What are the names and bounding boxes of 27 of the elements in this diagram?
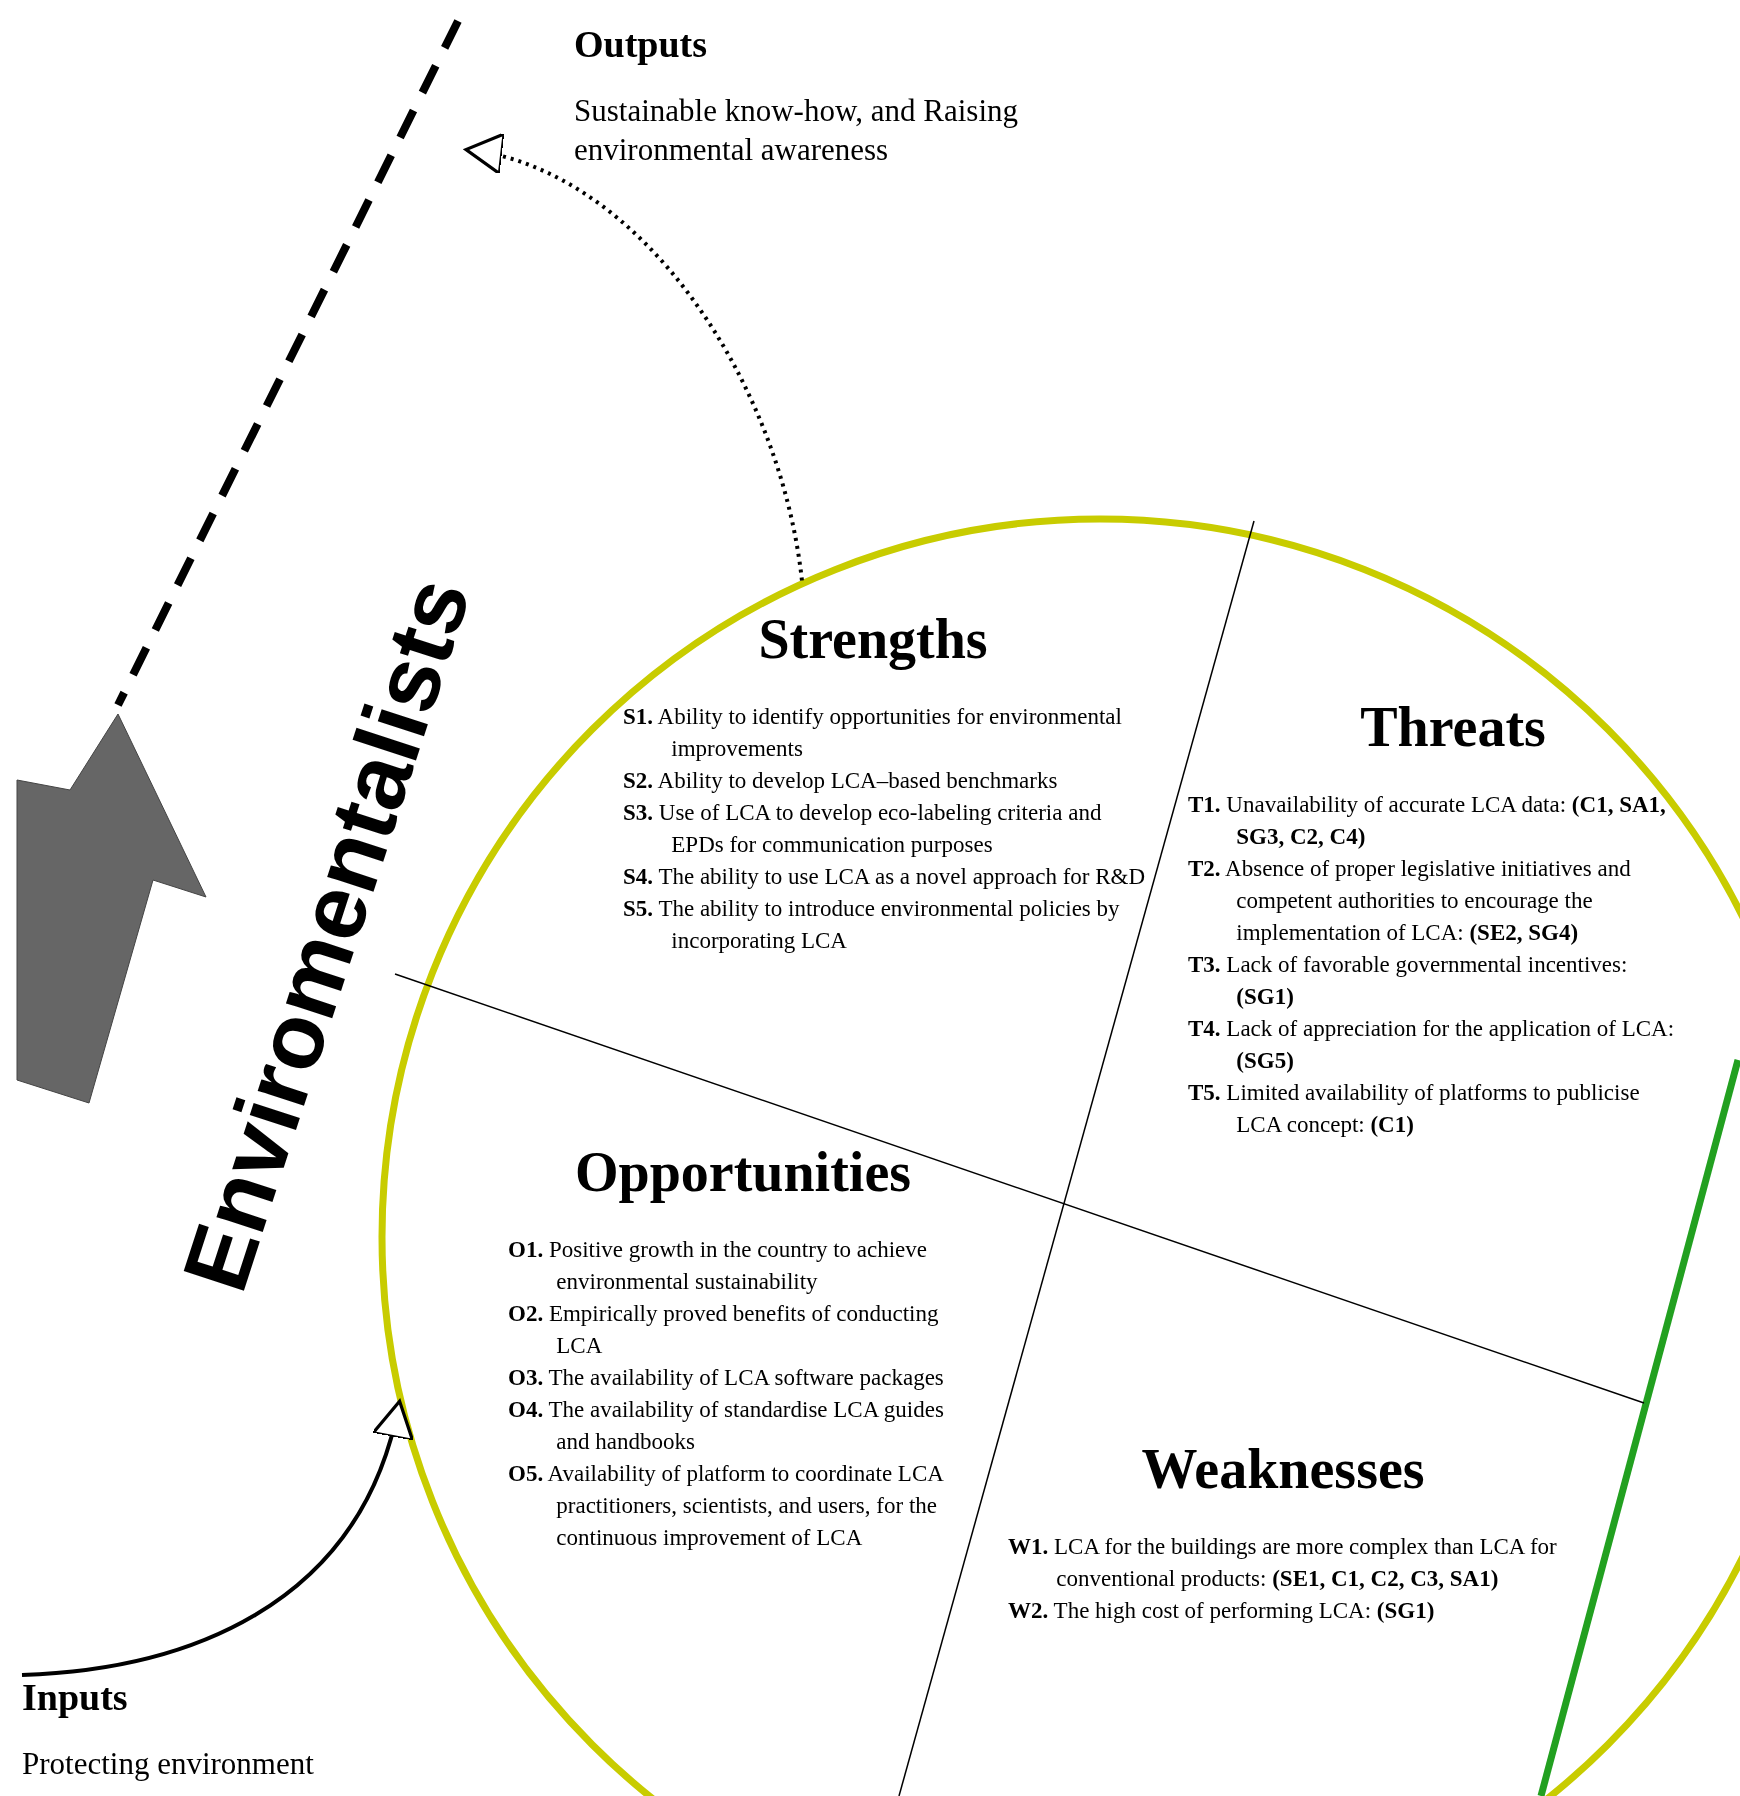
quadrant-heading: Threats (1360, 695, 1546, 759)
list-item: T5. Limited availability of platforms to publicise LCA concept: (C1) (1188, 1079, 1641, 1139)
quadrant-heading: Weaknesses (1141, 1437, 1425, 1501)
list-item: T4. Lack of appreciation for the application of LCA: (SG5) (1188, 1015, 1676, 1075)
list-item: S4. The ability to use LCA as a novel approach for R&D (623, 863, 1147, 891)
list-item: O1. Positive growth in the country to achieve environmental sustainability (508, 1236, 929, 1296)
list-item: S5. The ability to introduce environmental policies by incorporating LCA (623, 895, 1121, 955)
list-item: T2. Absence of proper legislative initiatives and competent authorities to encourage the implementation of LCA: (SE2, SG4) (1188, 855, 1632, 947)
list-item: O3. The availability of LCA software packages (508, 1364, 945, 1392)
quadrant-heading: Strengths (758, 607, 988, 671)
list-item: O5. Availability of platform to coordinate LCA practitioners, scientists, and users, for the continuous improvement of LCA (508, 1460, 945, 1552)
list-item: O2. Empirically proved benefits of conducting LCA (508, 1300, 940, 1360)
list-item: T3. Lack of favorable governmental incentives: (SG1) (1188, 951, 1629, 1011)
section-heading: Outputs (574, 22, 709, 66)
list-item: O4. The availability of standardise LCA guides and handbooks (508, 1396, 945, 1456)
description-text: Protecting environment (22, 1745, 315, 1783)
description-text: Sustainable know-how, and Raising environmental awareness (574, 92, 1019, 169)
arrow (21, 1399, 412, 1677)
list-item: W1. LCA for the buildings are more complex than LCA for conventional products: (SE1, C1, C2, C3, SA1) (1008, 1533, 1558, 1593)
list-item: S2. Ability to develop LCA–based benchmarks (623, 767, 1059, 795)
list-item: S1. Ability to identify opportunities for environmental improvements (623, 703, 1123, 763)
list-item: W2. The high cost of performing LCA: (SG1) (1008, 1597, 1436, 1625)
list-item: S3. Use of LCA to develop eco-labeling criteria and EPDs for communication purposes (623, 799, 1103, 859)
section-heading: Inputs (22, 1675, 129, 1719)
list-item: T1. Unavailability of accurate LCA data: (C1, SA1, SG3, C2, C4) (1188, 791, 1667, 851)
arrow (464, 135, 804, 581)
quadrant-heading: Opportunities (574, 1140, 912, 1204)
